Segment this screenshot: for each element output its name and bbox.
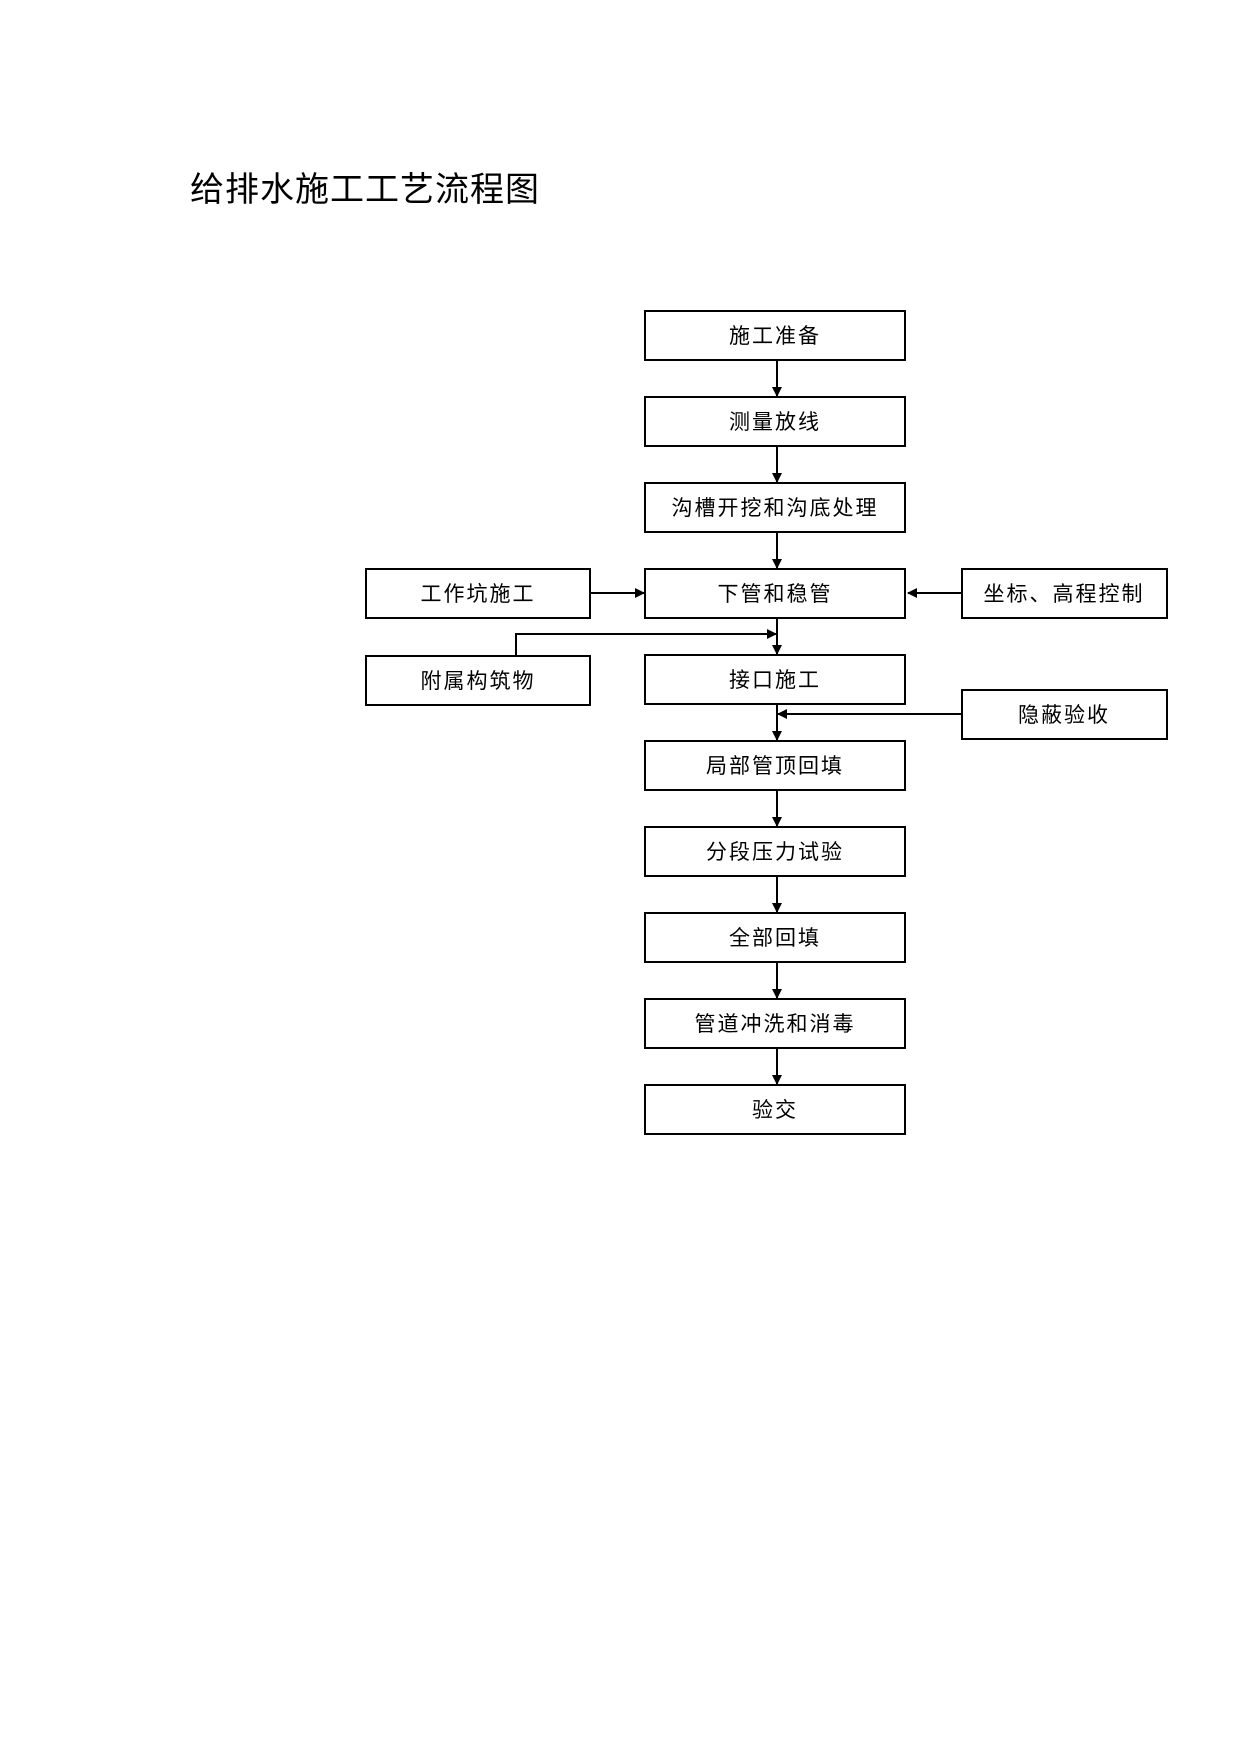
step-label: 分段压力试验 [706,840,844,864]
side-concealed-acceptance: 隐蔽验收 [961,689,1168,740]
step-label: 下管和稳管 [718,582,833,606]
step-full-backfill: 全部回填 [644,912,906,963]
step-trench-excavation: 沟槽开挖和沟底处理 [644,482,906,533]
step-flushing-disinfection: 管道冲洗和消毒 [644,998,906,1049]
side-inputs: 工作坑施工 坐标、高程控制 附属构筑物 隐蔽验收 [365,568,1168,740]
side-pit-work: 工作坑施工 [365,568,591,619]
step-pressure-test: 分段压力试验 [644,826,906,877]
step-survey-layout: 测量放线 [644,396,906,447]
side-label: 附属构筑物 [421,669,536,693]
side-label: 坐标、高程控制 [984,582,1145,606]
step-handover: 验交 [644,1084,906,1135]
step-construction-preparation: 施工准备 [644,310,906,361]
side-ancillary-structures: 附属构筑物 [365,655,591,706]
step-label: 施工准备 [729,324,821,348]
arrow-ancillary-to-flow [515,629,777,656]
step-label: 局部管顶回填 [706,754,844,778]
side-label: 工作坑施工 [421,582,536,606]
step-label: 全部回填 [729,926,821,950]
step-partial-backfill: 局部管顶回填 [644,740,906,791]
side-label: 隐蔽验收 [1018,703,1110,727]
main-steps: 施工准备 测量放线 沟槽开挖和沟底处理 下管和稳管 接口施工 局部管顶回填 分段… [644,310,906,1135]
step-label: 管道冲洗和消毒 [695,1012,856,1036]
side-connectors [515,588,962,719]
step-label: 验交 [752,1098,798,1122]
step-joint-work: 接口施工 [644,654,906,705]
side-coordinate-control: 坐标、高程控制 [961,568,1168,619]
step-label: 沟槽开挖和沟底处理 [672,496,879,520]
step-pipe-laying: 下管和稳管 [644,568,906,619]
step-label: 接口施工 [729,668,821,692]
page-title: 给排水施工工艺流程图 [190,170,540,210]
step-label: 测量放线 [729,410,821,434]
